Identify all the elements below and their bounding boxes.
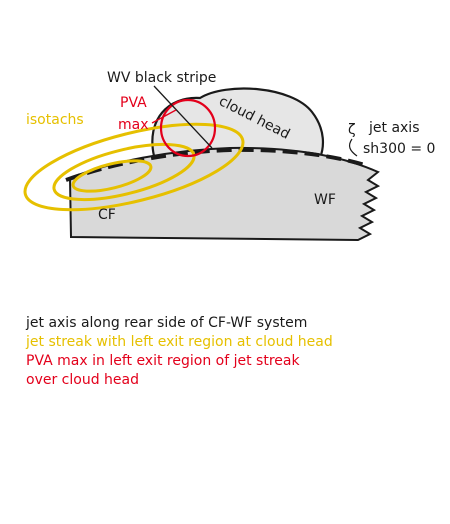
legend-line-pva-max: PVA max in left exit region of jet strea… xyxy=(26,353,300,369)
legend-line-pva-max-cont: over cloud head xyxy=(26,372,139,388)
wv-black-stripe-label: WV black stripe xyxy=(107,70,216,86)
isotachs xyxy=(23,122,245,212)
sh300-label: sh300 = 0 xyxy=(363,141,435,157)
isotach-inner xyxy=(71,159,153,193)
pva-max-pointer xyxy=(151,109,177,124)
cloud-head-shape xyxy=(151,87,325,160)
wv-black-stripe-pointer xyxy=(153,85,213,149)
isotachs-label: isotachs xyxy=(26,112,84,128)
pva-max-circle xyxy=(159,98,217,158)
legend-line-jet-axis: jet axis along rear side of CF-WF system xyxy=(26,315,308,331)
isotach-outer xyxy=(23,122,245,212)
zeta-pointer xyxy=(348,138,358,157)
cf-label: CF xyxy=(98,207,116,223)
legend-line-jet-streak: jet streak with left exit region at clou… xyxy=(26,334,333,350)
zeta-symbol: ζ xyxy=(348,122,356,138)
explanation-text: jet axis along rear side of CF-WF system… xyxy=(26,314,333,390)
jet-axis-line xyxy=(65,147,369,182)
max-label: max xyxy=(118,117,149,133)
wf-label: WF xyxy=(314,192,336,208)
pva-label: PVA xyxy=(120,95,147,111)
jet-axis-label: jet axis xyxy=(368,120,420,136)
